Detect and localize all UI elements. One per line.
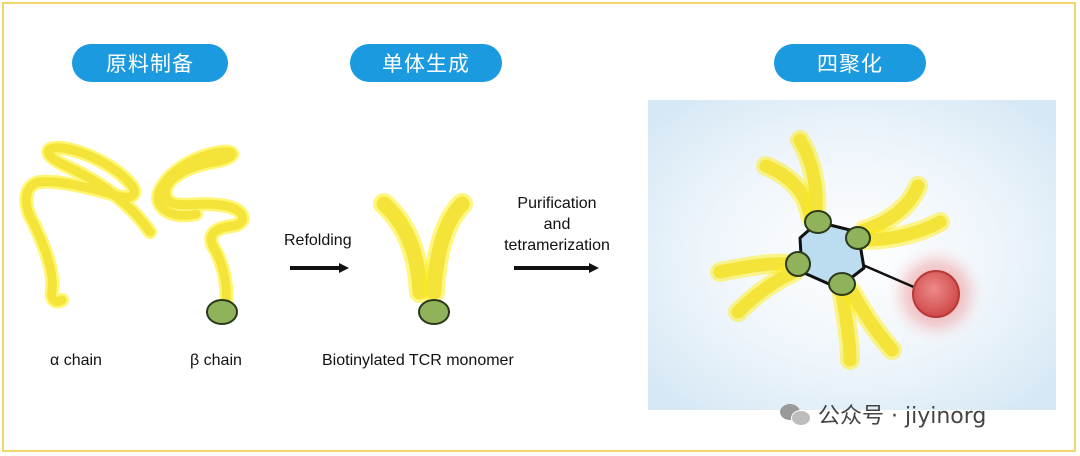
alpha-chain-label: α chain	[50, 352, 102, 369]
tcr-monomer-shape	[373, 193, 473, 303]
stage-pill-raw-material: 原料制备	[72, 44, 228, 82]
stage-pill-monomer: 单体生成	[350, 44, 502, 82]
fluorophore-linker	[855, 260, 917, 290]
watermark: 公众号 · jiyinorg	[780, 398, 986, 430]
beta-chain-shape	[151, 144, 250, 311]
alpha-chain-shape	[19, 140, 157, 309]
wechat-icon	[780, 402, 811, 426]
purification-label: Purification and tetramerization	[494, 195, 620, 255]
fluorophore-bead	[912, 270, 960, 318]
beta-chain-label: β chain	[190, 352, 242, 369]
beta-biotin-tag	[206, 299, 238, 325]
purification-line-3: tetramerization	[504, 237, 610, 254]
refolding-label: Refolding	[284, 232, 352, 249]
monomer-biotin-tag	[418, 299, 450, 325]
tetramer-shape	[710, 130, 988, 370]
stage-pill-tetramer: 四聚化	[774, 44, 926, 82]
purification-line-2: and	[543, 216, 571, 233]
watermark-text: 公众号 · jiyinorg	[818, 404, 987, 429]
monomer-label: Biotinylated TCR monomer	[322, 352, 514, 369]
purification-line-1: Purification	[517, 195, 597, 212]
